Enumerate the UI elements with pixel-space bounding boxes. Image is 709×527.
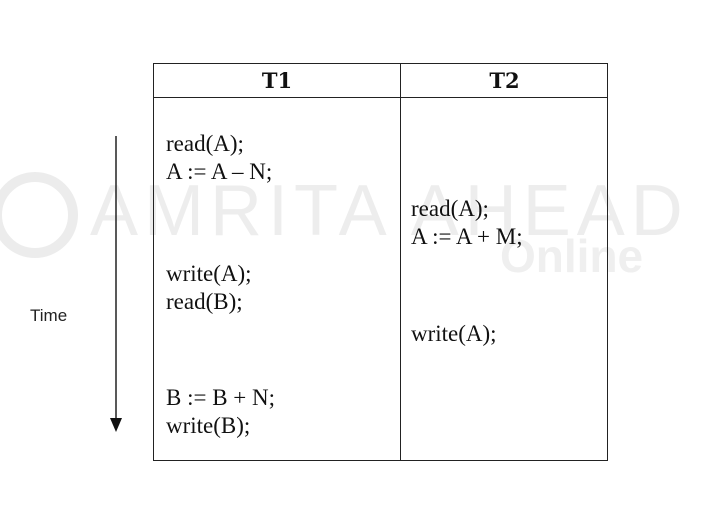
t1-operation: A := A – N; [166,159,273,184]
arrow-down-icon [110,418,122,432]
header-divider [154,97,607,98]
header-t1: T1 [261,68,293,93]
schedule-table: T1 T2 read(A); A := A – N; write(A); rea… [153,63,608,461]
t1-operation: write(B); [166,413,251,438]
t2-operation: read(A); [411,196,489,221]
column-divider [400,64,401,460]
t1-operation: write(A); [166,261,252,286]
t2-operation: A := A + M; [411,224,523,249]
watermark-logo-icon [0,172,78,258]
header-t2: T2 [489,68,520,93]
t1-operation: read(B); [166,289,243,314]
time-arrow [110,136,122,432]
t1-operation: B := B + N; [166,385,276,410]
t2-operation: write(A); [411,321,497,346]
t1-operation: read(A); [166,131,244,156]
time-label: Time [30,306,68,325]
